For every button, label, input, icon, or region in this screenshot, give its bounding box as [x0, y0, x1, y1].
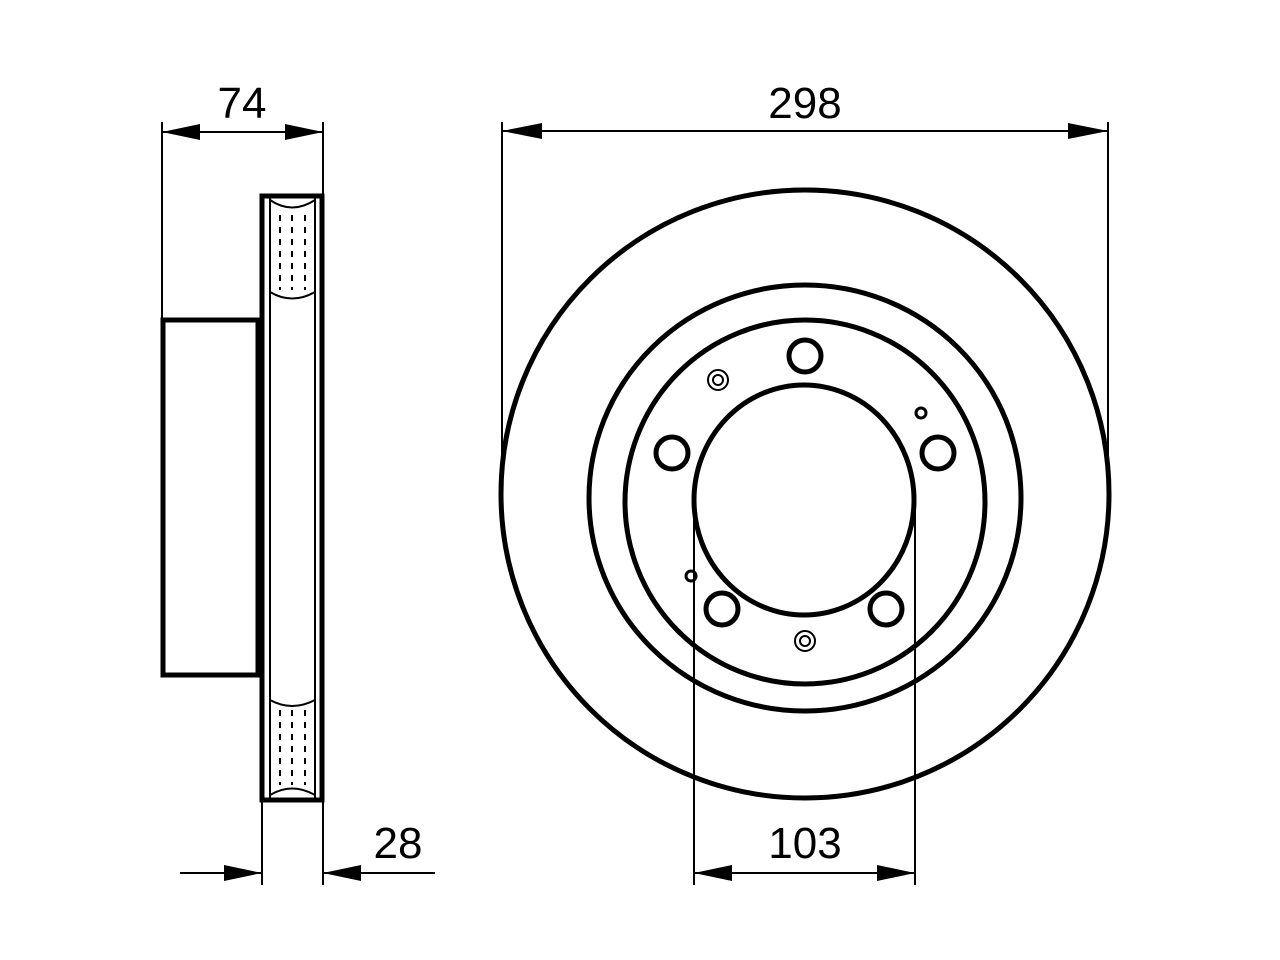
friction-ring-inner-edge — [586, 282, 1024, 714]
hub-block — [160, 317, 261, 678]
dimension-28: 28 — [180, 802, 435, 885]
dimension-298: 298 — [501, 79, 1109, 490]
bolt-hole — [867, 590, 905, 628]
threaded-holes — [684, 369, 928, 652]
outer-disc-edge — [498, 187, 1112, 801]
dim-label-298: 298 — [768, 79, 841, 128]
bolt-holes — [653, 337, 957, 628]
bolt-hole — [786, 337, 824, 375]
bolt-hole — [703, 590, 741, 628]
hat-edge — [622, 317, 988, 687]
dimension-74: 74 — [161, 79, 324, 318]
bolt-hole — [919, 434, 957, 472]
lower-vent-vane — [269, 699, 316, 796]
dim-label-28: 28 — [374, 819, 423, 868]
side-view: 74 28 — [160, 79, 435, 885]
front-view: 298 103 — [498, 79, 1112, 885]
center-bore — [691, 382, 917, 618]
bolt-hole — [653, 434, 691, 472]
dim-label-103: 103 — [768, 819, 841, 868]
dim-label-74: 74 — [218, 79, 267, 128]
dimension-103: 103 — [693, 505, 916, 885]
upper-vent-vane — [269, 199, 316, 300]
disc-body — [259, 193, 325, 803]
